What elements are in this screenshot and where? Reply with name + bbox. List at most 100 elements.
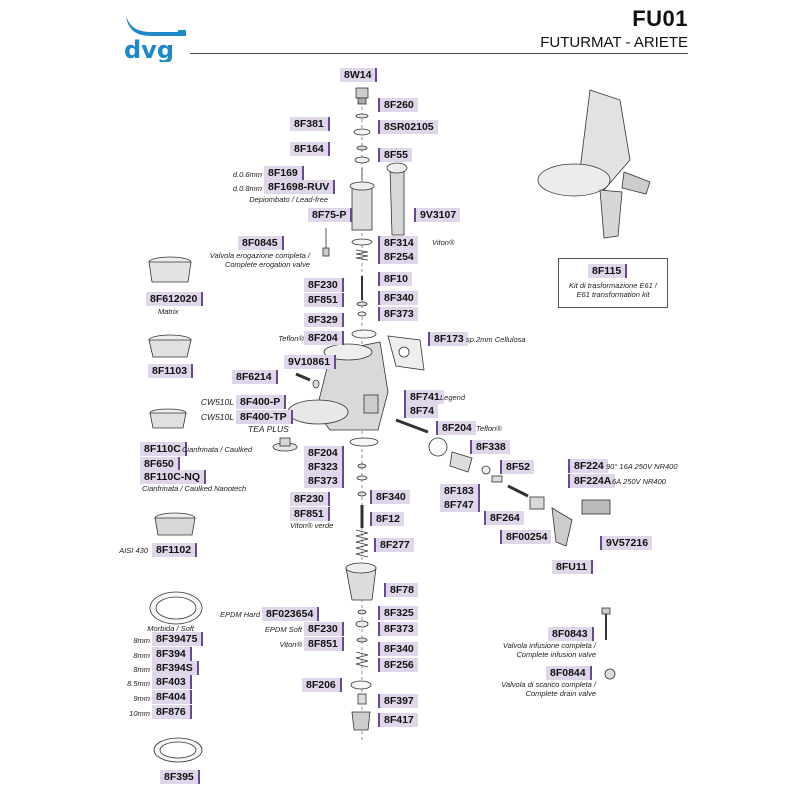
part-label-8f851-a: 8F851 (304, 293, 344, 307)
part-label-8w14: 8W14 (340, 68, 378, 82)
note-10mm: 10mm (129, 709, 150, 718)
part-label-8f876: 8F876 (152, 705, 192, 719)
note-viton-3: Viton® (279, 640, 303, 649)
part-label-8f6214: 8F6214 (232, 370, 278, 384)
part-label-8f230-a: 8F230 (304, 278, 344, 292)
note-viton-verde: Viton® verde (290, 521, 334, 530)
note-8mm-c: 8mm (133, 665, 150, 674)
part-label-8f373-b: 8F373 (304, 474, 344, 488)
note-switch-90: 90° 16A 250V NR400 (606, 462, 678, 471)
part-label-8f747: 8F747 (440, 498, 480, 512)
part-label-8f75-p: 8F75-P (308, 208, 353, 222)
part-label-8f650: 8F650 (140, 457, 180, 471)
part-label-8f173: 8F173 (428, 332, 468, 346)
part-label-8f0843: 8F0843 (548, 627, 594, 641)
part-label-8f10: 8F10 (378, 272, 412, 286)
part-label-8f400-tp: 8F400-TP (236, 410, 293, 424)
part-label-8f340-c: 8F340 (378, 642, 418, 656)
part-label-8f394s: 8F394S (152, 661, 199, 675)
note-aisi430: AISI 430 (119, 546, 148, 555)
part-label-8f1102: 8F1102 (152, 543, 198, 557)
part-label-8f394: 8F394 (152, 647, 192, 661)
part-label-8f325: 8F325 (378, 606, 418, 620)
note-sp2mm: sp.2mm Cellulosa (466, 335, 526, 344)
note-d06: d.0.6mm (232, 170, 262, 179)
part-label-9v10861: 9V10861 (284, 355, 337, 369)
part-label-8f206: 8F206 (302, 678, 342, 692)
note-8mm-a: 8mm (133, 636, 150, 645)
part-label-8f851-c: 8F851 (304, 637, 344, 651)
part-label-8f314: 8F314 (378, 236, 418, 250)
part-label-9v57216: 9V57216 (600, 536, 653, 550)
note-cianfrinata: Cianfrinata / Caulked (182, 445, 253, 454)
part-label-8f400-p: 8F400-P (236, 395, 287, 409)
part-label-8f277: 8F277 (374, 538, 414, 552)
note-epdm-hard: EPDM Hard (220, 610, 261, 619)
part-label-8f338: 8F338 (470, 440, 510, 454)
part-label-8f323: 8F323 (304, 460, 344, 474)
part-label-8f110c-nq: 8F110C-NQ (140, 470, 207, 484)
part-label-8f1103: 8F1103 (148, 364, 194, 378)
part-label-8f1698-ruv: 8F1698-RUV (264, 180, 336, 194)
svg-text:dvg: dvg (124, 36, 174, 62)
note-valvola-infusione: Valvola infusione completa / Complete in… (502, 641, 596, 659)
part-label-8f329: 8F329 (304, 313, 344, 327)
part-label-8sr02105: 8SR02105 (378, 120, 438, 134)
part-label-8fu11: 8FU11 (552, 560, 593, 574)
part-label-8f164: 8F164 (290, 142, 330, 156)
note-85mm: 8.5mm (127, 679, 150, 688)
part-label-8f404: 8F404 (152, 690, 192, 704)
part-label-8f78: 8F78 (384, 583, 418, 597)
part-label-8f12: 8F12 (370, 512, 404, 526)
part-label-8f373-c: 8F373 (378, 622, 418, 636)
part-label-9v3107: 9V3107 (414, 208, 461, 222)
note-valvola-erogazione: Valvola erogazione completa / Complete e… (209, 251, 310, 269)
part-label-8f395: 8F395 (160, 770, 200, 784)
part-label-8f381: 8F381 (290, 117, 330, 131)
part-label-8f52: 8F52 (500, 460, 534, 474)
part-label-8f612020: 8F612020 (146, 292, 204, 306)
note-matrix: Matrix (158, 307, 179, 316)
part-label-8f260: 8F260 (378, 98, 418, 112)
note-viton-1: Viton® (432, 238, 455, 247)
header-divider (190, 53, 688, 54)
note-morbida: Morbida / Soft (147, 624, 194, 633)
part-label-8f340-b: 8F340 (370, 490, 410, 504)
page-title: FUTURMAT - ARIETE (540, 34, 688, 51)
note-cw510l-2: CW510L (200, 412, 234, 422)
part-label-8f264: 8F264 (484, 511, 524, 525)
part-label-8f417: 8F417 (378, 713, 418, 727)
note-tea-plus: TEA PLUS (248, 424, 289, 434)
note-cw510l-1: CW510L (200, 397, 234, 407)
note-teflon-1: Teflon® (278, 334, 304, 343)
page-code: FU01 (632, 6, 688, 31)
note-epdm-soft: EPDM Soft (264, 625, 302, 634)
part-label-8f74: 8F74 (404, 404, 438, 418)
part-label-8f256: 8F256 (378, 658, 418, 672)
part-label-8f204-b: 8F204 (436, 421, 476, 435)
note-kit-e61: Kit di trasformazione E61 / E61 transfor… (569, 281, 657, 299)
part-label-8f00254: 8F00254 (500, 530, 552, 544)
note-depiombato: Depiombato / Lead-free (249, 195, 328, 204)
part-label-8f0845: 8F0845 (238, 236, 284, 250)
part-label-8f741: 8F741 (404, 390, 444, 404)
note-cianfrinata-nano: Cianfrinata / Caulked Nanotech (142, 484, 247, 493)
note-9mm: 9mm (133, 694, 150, 703)
part-label-8f110c: 8F110C (140, 442, 187, 456)
note-d08: d.0.8mm (232, 184, 262, 193)
note-8mm-b: 8mm (133, 651, 150, 660)
part-label-8f183: 8F183 (440, 484, 480, 498)
part-label-8f224a: 8F224A (568, 474, 616, 488)
part-label-8f204-c: 8F204 (304, 446, 344, 460)
note-legend: Legend (440, 393, 466, 402)
part-label-8f39475: 8F39475 (152, 632, 204, 646)
part-label-8f023654: 8F023654 (262, 607, 320, 621)
part-label-8f397: 8F397 (378, 694, 418, 708)
part-label-8f403: 8F403 (152, 675, 192, 689)
dvg-logo: dvg (122, 12, 192, 64)
part-label-8f115: 8F115 (588, 264, 628, 278)
part-label-8f340-a: 8F340 (378, 291, 418, 305)
part-label-8f169: 8F169 (264, 166, 304, 180)
note-teflon-2: Teflon® (476, 424, 502, 433)
e61-kit-box (558, 258, 668, 308)
